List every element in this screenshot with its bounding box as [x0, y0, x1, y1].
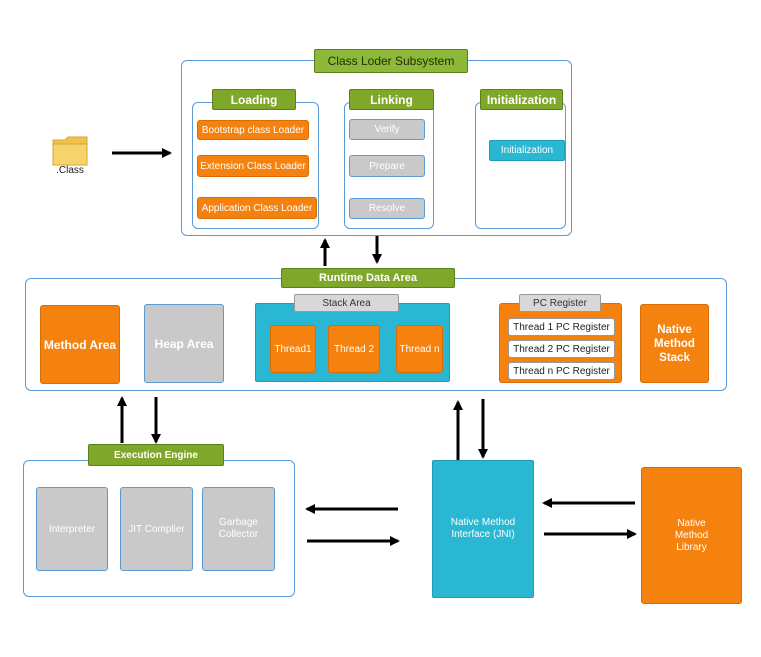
interpreter: Interpreter	[36, 487, 108, 571]
stack-thread-1: Thread1	[270, 325, 316, 373]
initialization-title: Initialization	[480, 89, 563, 110]
pc-register-title: PC Register	[519, 294, 601, 312]
prepare-step: Prepare	[349, 155, 425, 177]
extension-class-loader: Extension Class Loader	[197, 155, 309, 177]
jit-compiler: JIT Complier	[120, 487, 193, 571]
thread-n-pc-register: Thread n PC Register	[508, 362, 615, 380]
runtime-data-area-title: Runtime Data Area	[281, 268, 455, 288]
class-file: .Class	[48, 134, 92, 178]
class-file-label: .Class	[56, 165, 84, 176]
native-method-library: Native Method Library	[641, 467, 742, 604]
verify-step: Verify	[349, 119, 425, 140]
linking-title: Linking	[349, 89, 434, 110]
thread-2-pc-register: Thread 2 PC Register	[508, 340, 615, 358]
execution-engine-title: Execution Engine	[88, 444, 224, 466]
initialization-panel	[475, 102, 566, 229]
loading-title: Loading	[212, 89, 296, 110]
application-class-loader: Application Class Loader	[197, 197, 317, 219]
stack-thread-2: Thread 2	[328, 325, 380, 373]
resolve-step: Resolve	[349, 198, 425, 219]
bootstrap-class-loader: Bootstrap class Loader	[197, 120, 309, 140]
class-loader-title: Class Loder Subsystem	[314, 49, 468, 73]
garbage-collector: Garbage Collector	[202, 487, 275, 571]
stack-area-title: Stack Area	[294, 294, 399, 312]
native-method-stack: Native Method Stack	[640, 304, 709, 383]
stack-thread-n: Thread n	[396, 325, 443, 373]
initialization-step: Initialization	[489, 140, 565, 161]
folder-icon	[52, 136, 88, 166]
native-method-interface: Native Method Interface (JNI)	[432, 460, 534, 598]
thread-1-pc-register: Thread 1 PC Register	[508, 318, 615, 336]
method-area: Method Area	[40, 305, 120, 384]
heap-area: Heap Area	[144, 304, 224, 383]
